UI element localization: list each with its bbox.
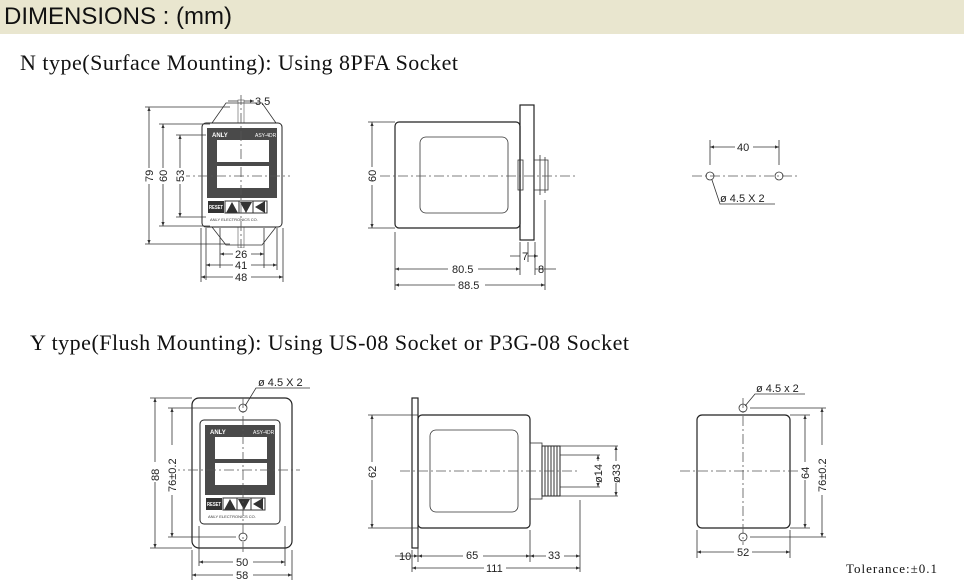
dim-48: 48 — [235, 272, 247, 284]
header-bar: DIMENSIONS : (mm) — [0, 0, 964, 34]
cutout-dim-76: 76±0.2 — [817, 458, 829, 492]
y-type-title: Y type(Flush Mounting): Using US-08 Sock… — [30, 330, 629, 355]
dim-26: 26 — [235, 249, 247, 261]
dim-33: 33 — [548, 550, 560, 562]
dim-60: 60 — [158, 170, 170, 182]
dim-7: 7 — [522, 251, 528, 263]
y-type-side-view: 62 ø14 ø33 10 65 33 111 — [366, 397, 623, 575]
dim-8: 8 — [538, 264, 544, 276]
y-device-model: ASY-4DR — [253, 430, 275, 436]
y-device-maker: ANLY ELECTRONICS CO. — [208, 514, 256, 519]
dim-10: 10 — [399, 551, 411, 563]
dim-52: 52 — [737, 547, 749, 559]
header-title: DIMENSIONS : (mm) — [4, 3, 232, 30]
y-type-panel-cutout: 64 76±0.2 52 ø 4.5 x 2 — [680, 383, 829, 559]
dim-76: 76±0.2 — [167, 458, 179, 492]
dim-65: 65 — [466, 550, 478, 562]
cutout-hole-label: ø 4.5 x 2 — [756, 383, 799, 395]
device-model: ASY-4DR — [255, 133, 277, 139]
y-type-front-view: ANLY ASY-4DR RESET ANLY ELECTRONICS CO. … — [149, 377, 310, 580]
y-hole-label: ø 4.5 X 2 — [258, 377, 303, 389]
dim-phi33: ø33 — [611, 464, 623, 483]
device-brand: ANLY — [212, 133, 228, 139]
device-maker: ANLY ELECTRONICS CO. — [210, 217, 258, 222]
y-device-brand: ANLY — [210, 430, 226, 436]
y-reset-button-label: RESET — [207, 502, 221, 508]
reset-button-label: RESET — [209, 205, 223, 211]
dim-58: 58 — [236, 570, 248, 580]
dim-88-5: 88.5 — [458, 280, 479, 292]
dim-80-5: 80.5 — [452, 264, 473, 276]
n-hole-label: ø 4.5 X 2 — [720, 193, 765, 205]
n-type-front-view: ANLY ASY-4DR RESET ANLY ELECTRONICS CO. … — [143, 95, 290, 284]
dim-3-5: 3.5 — [255, 96, 270, 108]
n-type-title: N type(Surface Mounting): Using 8PFA Soc… — [20, 50, 458, 75]
dim-88: 88 — [150, 469, 162, 481]
dim-50: 50 — [236, 557, 248, 569]
dim-40: 40 — [737, 142, 749, 154]
dim-62: 62 — [367, 466, 379, 478]
dim-53: 53 — [175, 170, 187, 182]
n-type-mounting-holes: 40 ø 4.5 X 2 — [692, 140, 798, 205]
side-dim-60: 60 — [367, 170, 379, 182]
dim-79: 79 — [144, 170, 156, 182]
dim-41: 41 — [235, 260, 247, 272]
dim-phi14: ø14 — [593, 464, 605, 483]
tolerance-note: Tolerance:±0.1 — [846, 561, 938, 576]
dim-111: 111 — [486, 563, 503, 575]
dim-64: 64 — [800, 467, 812, 479]
n-type-side-view: 60 80.5 7 8 88.5 — [366, 104, 575, 292]
